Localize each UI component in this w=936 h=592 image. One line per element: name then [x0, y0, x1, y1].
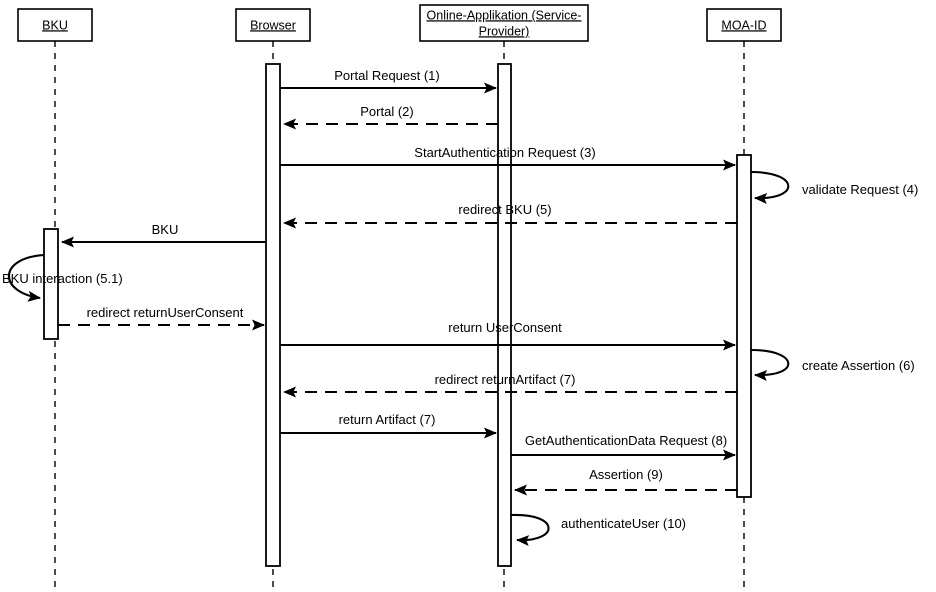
- lifeline-label-online-applikation-line2: Provider): [479, 24, 530, 38]
- message-label-assertion: Assertion (9): [589, 467, 663, 482]
- lifeline-header-browser[interactable]: Browser: [235, 8, 311, 42]
- message-label-bku-interaction: BKU interaction (5.1): [2, 271, 123, 286]
- message-portal-request[interactable]: Portal Request (1): [280, 68, 497, 94]
- message-label-startauthentication-request: StartAuthentication Request (3): [414, 145, 595, 160]
- message-arrow-validate-request[interactable]: [750, 170, 790, 205]
- message-authenticateuser[interactable]: authenticateUser (10): [510, 513, 686, 547]
- lifeline-header-online-applikation[interactable]: Online-Applikation (Service- Provider): [419, 4, 589, 42]
- message-getauthenticationdata-request[interactable]: GetAuthenticationData Request (8): [511, 433, 736, 461]
- message-bku[interactable]: BKU: [61, 222, 266, 248]
- lifeline-box-online-applikation[interactable]: [419, 4, 589, 42]
- lifeline-label-bku: BKU: [42, 18, 68, 32]
- lifeline-box-browser[interactable]: [235, 8, 311, 42]
- activation-bar-moaid: [736, 154, 752, 498]
- message-label-return-userconsent: return UserConsent: [448, 320, 562, 335]
- message-label-redirect-bku: redirect BKU (5): [458, 202, 551, 217]
- lifeline-box-bku[interactable]: [17, 8, 93, 42]
- message-arrow-bku-interaction[interactable]: [7, 253, 45, 302]
- lifeline-header-moaid[interactable]: MOA-ID: [706, 8, 782, 42]
- message-validate-request[interactable]: validate Request (4): [750, 170, 918, 205]
- message-arrow-authenticateuser[interactable]: [510, 513, 550, 547]
- lifeline-label-online-applikation-line1: Online-Applikation (Service-: [427, 8, 582, 22]
- message-redirect-returnuserconsent[interactable]: redirect returnUserConsent: [58, 305, 265, 331]
- message-label-create-assertion: create Assertion (6): [802, 358, 915, 373]
- message-assertion[interactable]: Assertion (9): [514, 467, 737, 496]
- message-arrow-create-assertion[interactable]: [750, 348, 790, 382]
- lifeline-label-browser: Browser: [250, 18, 296, 32]
- message-startauthentication-request[interactable]: StartAuthentication Request (3): [280, 145, 736, 171]
- activation-bars: [43, 63, 752, 567]
- message-label-bku: BKU: [152, 222, 179, 237]
- message-portal[interactable]: Portal (2): [283, 104, 498, 130]
- message-label-portal: Portal (2): [360, 104, 413, 119]
- message-label-redirect-returnuserconsent: redirect returnUserConsent: [87, 305, 244, 320]
- message-return-artifact[interactable]: return Artifact (7): [280, 412, 497, 439]
- message-create-assertion[interactable]: create Assertion (6): [750, 348, 915, 382]
- activation-bar-bku: [43, 228, 59, 340]
- lifeline-label-moaid: MOA-ID: [721, 18, 766, 32]
- lifeline-box-moaid[interactable]: [706, 8, 782, 42]
- lifeline-header-bku[interactable]: BKU: [17, 8, 93, 42]
- activation-bar-browser: [265, 63, 281, 567]
- message-label-getauthenticationdata-request: GetAuthenticationData Request (8): [525, 433, 727, 448]
- message-label-return-artifact: return Artifact (7): [339, 412, 436, 427]
- message-return-userconsent[interactable]: return UserConsent: [280, 320, 736, 351]
- activation-bar-online-applikation: [497, 63, 512, 567]
- message-label-validate-request: validate Request (4): [802, 182, 918, 197]
- message-label-authenticateuser: authenticateUser (10): [561, 516, 686, 531]
- message-label-portal-request: Portal Request (1): [334, 68, 440, 83]
- message-redirect-returnartifact[interactable]: redirect returnArtifact (7): [283, 372, 737, 398]
- message-redirect-bku[interactable]: redirect BKU (5): [283, 202, 737, 229]
- message-label-redirect-returnartifact: redirect returnArtifact (7): [435, 372, 576, 387]
- message-bku-interaction[interactable]: BKU interaction (5.1): [2, 253, 123, 302]
